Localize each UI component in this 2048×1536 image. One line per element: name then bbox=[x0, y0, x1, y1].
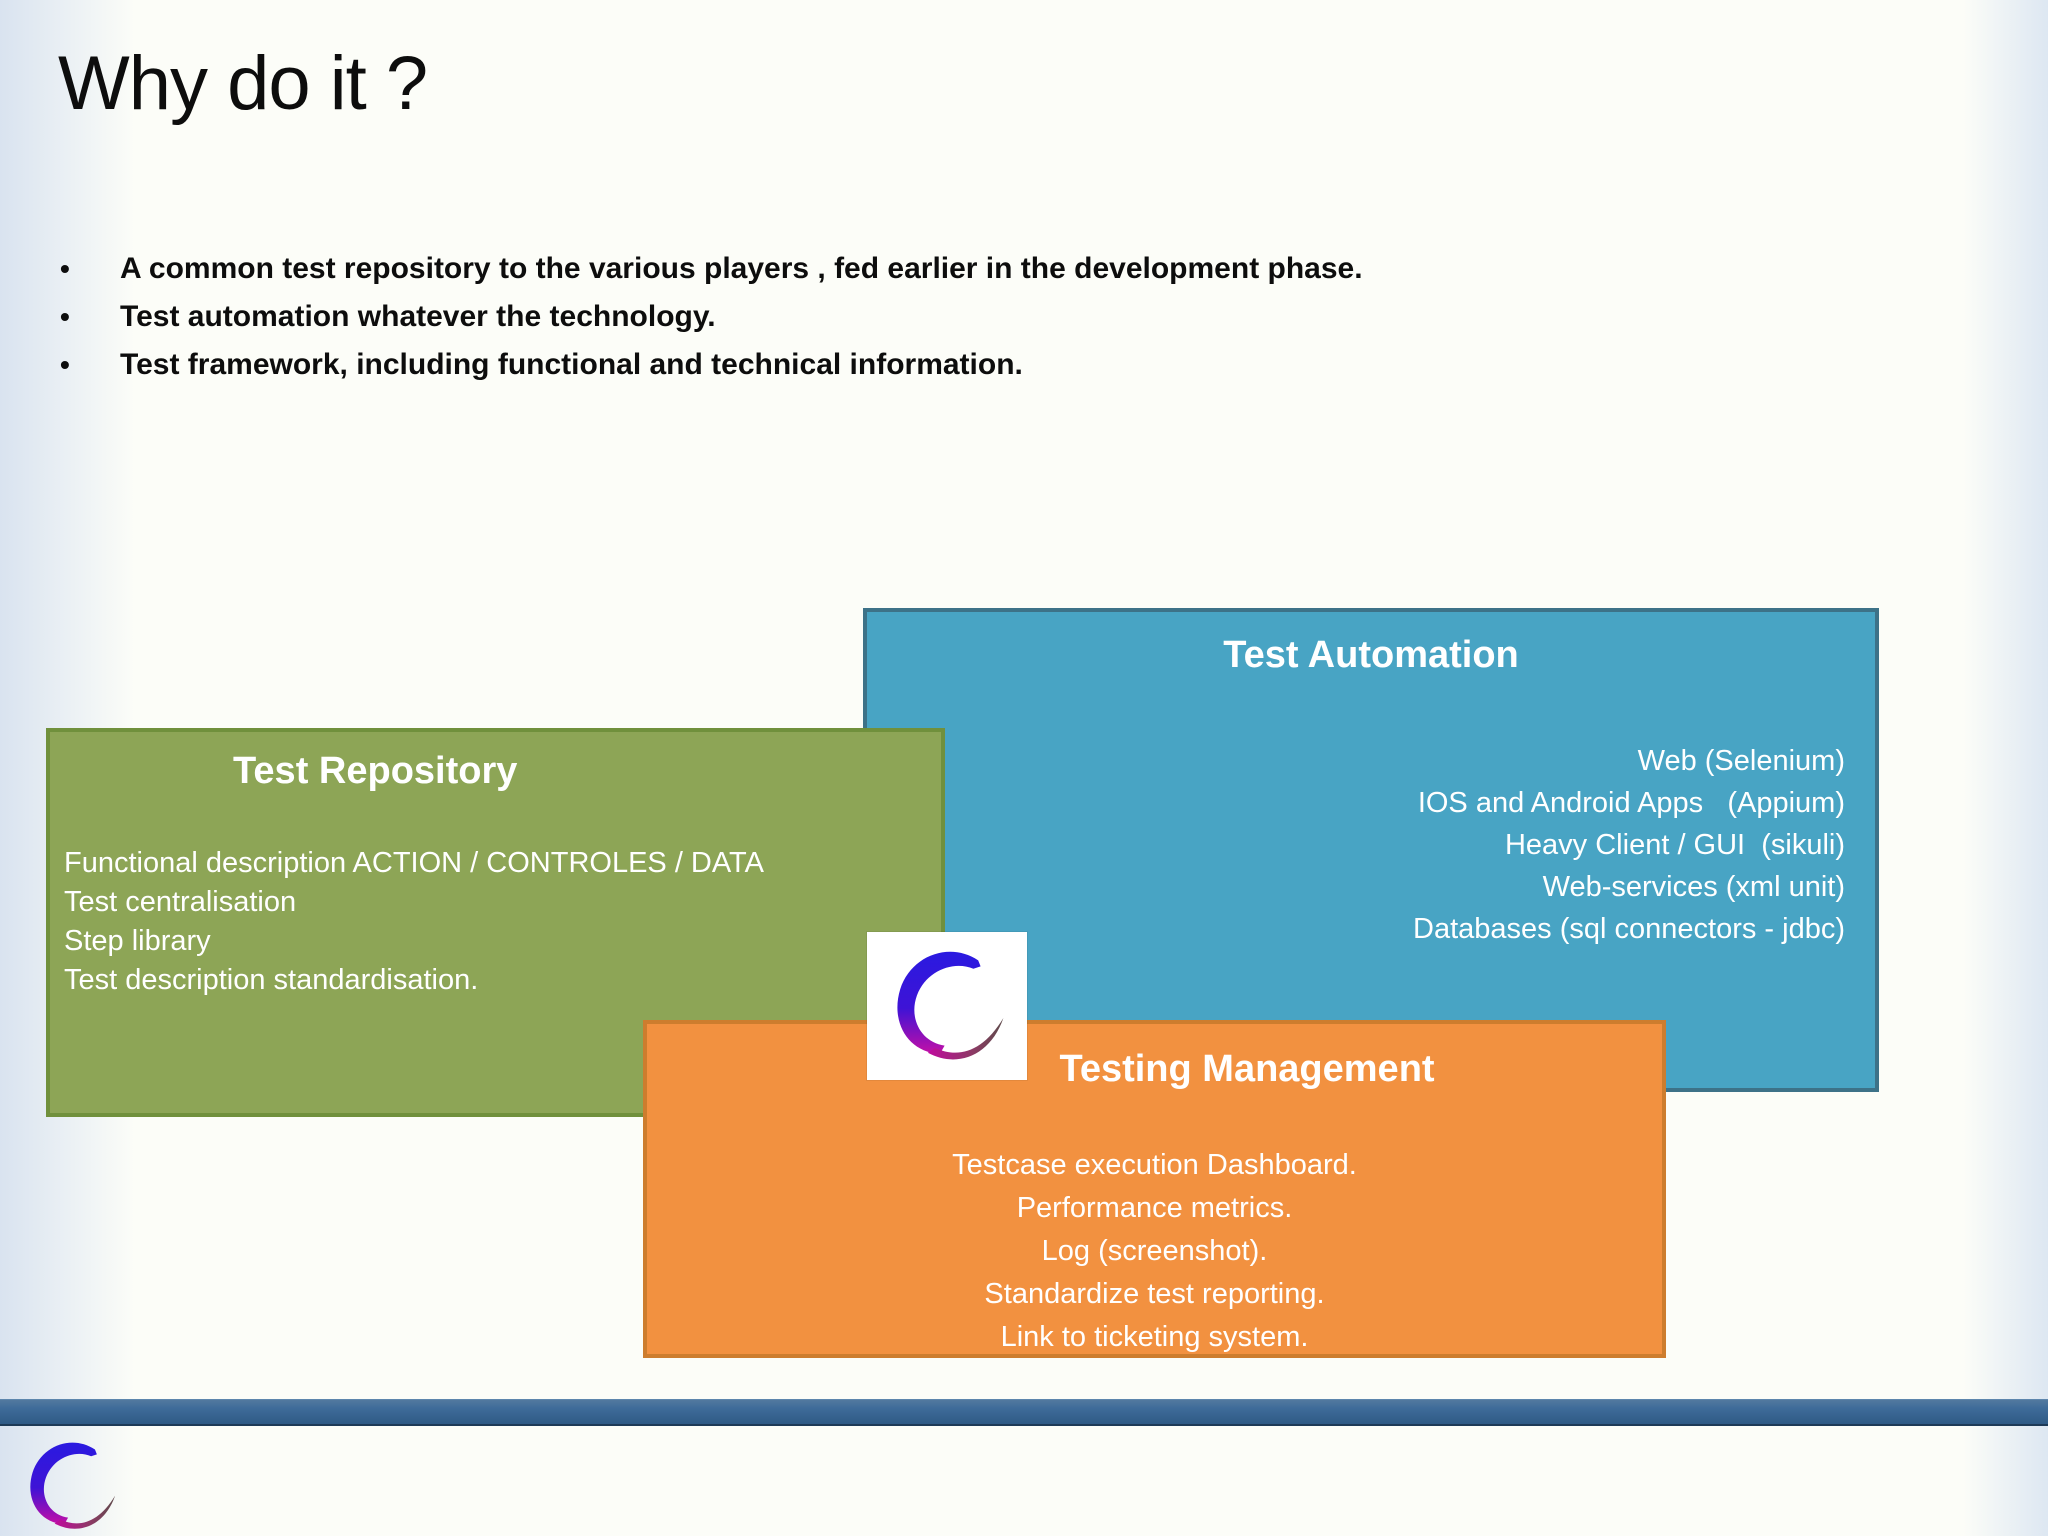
test-repository-title: Test Repository bbox=[233, 750, 518, 792]
company-logo-c-icon bbox=[20, 1438, 120, 1534]
list-item: Log (screenshot). bbox=[1041, 1235, 1268, 1267]
logo-card bbox=[867, 932, 1027, 1080]
bullet-item: • Test automation whatever the technolog… bbox=[60, 300, 1860, 333]
bullet-list: • A common test repository to the variou… bbox=[60, 252, 1860, 396]
list-item: Web-services (xml unit) bbox=[1542, 871, 1845, 903]
list-item: Heavy Client / GUI (sikuli) bbox=[1504, 829, 1845, 861]
testing-management-box: Testing Management Testcase execution Da… bbox=[643, 1020, 1666, 1358]
list-item: Test description standardisation. bbox=[64, 964, 479, 996]
list-item: Functional description ACTION / CONTROLE… bbox=[64, 847, 764, 879]
list-item: Performance metrics. bbox=[1016, 1192, 1293, 1224]
footer-logo bbox=[20, 1438, 120, 1534]
page-title: Why do it ? bbox=[58, 41, 428, 126]
list-item: Testcase execution Dashboard. bbox=[952, 1149, 1357, 1181]
test-automation-title: Test Automation bbox=[1223, 634, 1519, 676]
footer-bar bbox=[0, 1399, 2048, 1426]
bullet-text: Test automation whatever the technology. bbox=[120, 300, 716, 333]
bullet-icon: • bbox=[60, 349, 70, 380]
list-item: Link to ticketing system. bbox=[1000, 1321, 1309, 1353]
list-item: Web (Selenium) bbox=[1637, 745, 1845, 777]
bullet-icon: • bbox=[60, 253, 70, 284]
bullet-item: • Test framework, including functional a… bbox=[60, 348, 1860, 381]
testing-management-title: Testing Management bbox=[1059, 1048, 1435, 1090]
test-automation-box: Test Automation Web (Selenium) IOS and A… bbox=[863, 608, 1879, 1092]
list-item: IOS and Android Apps (Appium) bbox=[1417, 787, 1845, 819]
test-automation-lines: Web (Selenium) IOS and Android Apps (App… bbox=[1413, 740, 1845, 950]
bullet-item: • A common test repository to the variou… bbox=[60, 252, 1860, 285]
list-item: Step library bbox=[64, 925, 211, 957]
bullet-text: Test framework, including functional and… bbox=[120, 348, 1023, 381]
list-item: Test centralisation bbox=[64, 886, 297, 918]
list-item: Standardize test reporting. bbox=[984, 1278, 1325, 1310]
bullet-text: A common test repository to the various … bbox=[120, 252, 1363, 285]
testing-management-lines: Testcase execution Dashboard. Performanc… bbox=[647, 1144, 1662, 1359]
list-item: Databases (sql connectors - jdbc) bbox=[1413, 913, 1845, 945]
company-logo-c-icon bbox=[883, 946, 1011, 1066]
bullet-icon: • bbox=[60, 301, 70, 332]
test-repository-lines: Functional description ACTION / CONTROLE… bbox=[64, 844, 764, 1000]
